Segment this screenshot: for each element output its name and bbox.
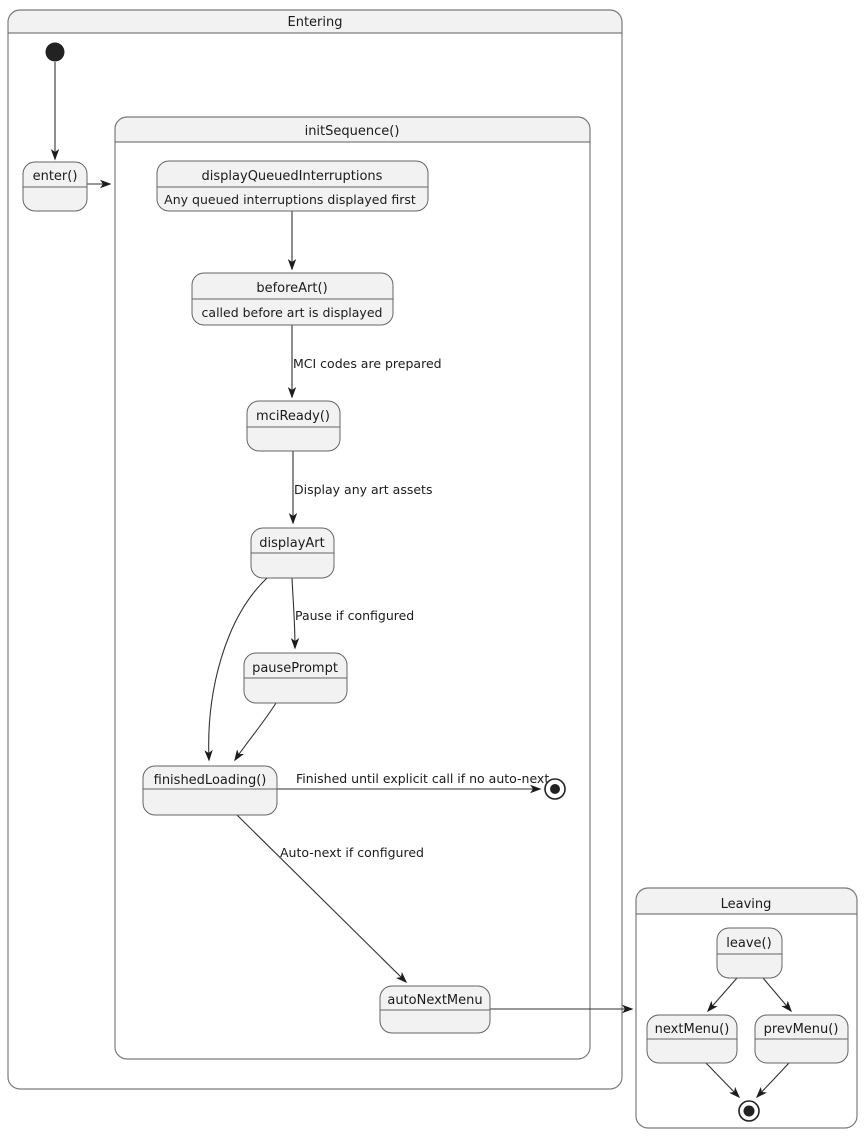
state-display-queued-interruptions-label: displayQueuedInterruptions: [202, 169, 383, 184]
container-leaving-border: [635, 887, 858, 1129]
final-state-inner-dot: [743, 1105, 755, 1117]
container-entering-title: Entering: [288, 15, 343, 30]
state-before-art-label: beforeArt(): [256, 281, 327, 296]
edge-leave-to-next-menu: [707, 977, 738, 1013]
container-leaving: Leaving: [635, 887, 858, 1129]
state-mci-ready-label: mciReady(): [256, 409, 330, 424]
container-init-sequence-border: [114, 116, 591, 1060]
state-display-queued-interruptions-description: Any queued interruptions displayed first: [164, 192, 416, 207]
state-display-art: displayArt: [250, 527, 335, 579]
transitions-layer: MCI codes are prepared Display any art a…: [50, 62, 792, 1099]
final-state-node-leaving: [738, 1100, 760, 1122]
state-auto-next-menu: autoNextMenu: [379, 985, 491, 1034]
state-display-art-label: displayArt: [259, 536, 325, 551]
edge-label-pause-if-configured: Pause if configured: [295, 608, 414, 623]
state-prev-menu: prevMenu(): [754, 1014, 849, 1064]
edge-pause-prompt-to-finished-loading: [234, 702, 277, 762]
container-entering-border: [7, 9, 623, 1090]
state-finished-loading-label: finishedLoading(): [154, 773, 267, 788]
state-display-queued-interruptions-box: [156, 160, 429, 212]
state-prev-menu-label: prevMenu(): [764, 1022, 839, 1037]
state-leave-box: [716, 927, 783, 979]
container-leaving-titlebar: [636, 888, 857, 914]
state-leave-label: leave(): [726, 936, 771, 951]
state-next-menu: nextMenu(): [646, 1014, 738, 1064]
final-state-node-entering: [544, 778, 566, 800]
state-finished-loading: finishedLoading(): [142, 765, 278, 816]
state-pause-prompt: pausePrompt: [243, 652, 348, 704]
edge-label-auto-next-if-configured: Auto-next if configured: [280, 845, 424, 860]
state-enter: enter(): [22, 161, 88, 212]
state-enter-label: enter(): [33, 169, 78, 184]
state-finished-loading-box: [142, 765, 278, 816]
edge-leave-to-prev-menu: [762, 977, 792, 1013]
state-auto-next-menu-label: autoNextMenu: [387, 993, 482, 1008]
state-display-queued-interruptions: displayQueuedInterruptions Any queued in…: [156, 160, 429, 212]
container-entering-titlebar: [8, 10, 622, 33]
edge-label-finished-until-explicit: Finished until explicit call if no auto-…: [296, 771, 549, 786]
container-init-sequence-titlebar: [115, 117, 590, 142]
edge-label-display-art-assets: Display any art assets: [294, 482, 432, 497]
state-next-menu-label: nextMenu(): [655, 1022, 730, 1037]
state-mci-ready-box: [246, 400, 341, 452]
edge-next-menu-to-final-leaving: [705, 1062, 741, 1099]
edge-label-mci-codes: MCI codes are prepared: [293, 356, 442, 371]
final-state-inner-dot: [550, 784, 560, 794]
container-init-sequence-title: initSequence(): [305, 124, 400, 139]
container-entering: Entering: [7, 9, 623, 1090]
state-before-art-description: called before art is displayed: [202, 305, 383, 320]
state-leave: leave(): [716, 927, 783, 979]
container-init-sequence: initSequence(): [114, 116, 591, 1060]
edge-prev-menu-to-final-leaving: [755, 1062, 790, 1099]
edge-finished-loading-to-auto-next-menu: [236, 814, 408, 984]
state-pause-prompt-label: pausePrompt: [252, 661, 338, 676]
initial-state-node: [45, 42, 65, 62]
container-leaving-title: Leaving: [721, 897, 772, 912]
state-before-art: beforeArt() called before art is display…: [191, 272, 394, 326]
edge-display-art-to-pause-prompt: [290, 577, 300, 650]
state-mci-ready: mciReady(): [246, 400, 341, 452]
edge-display-art-to-finished-loading: [204, 577, 268, 762]
